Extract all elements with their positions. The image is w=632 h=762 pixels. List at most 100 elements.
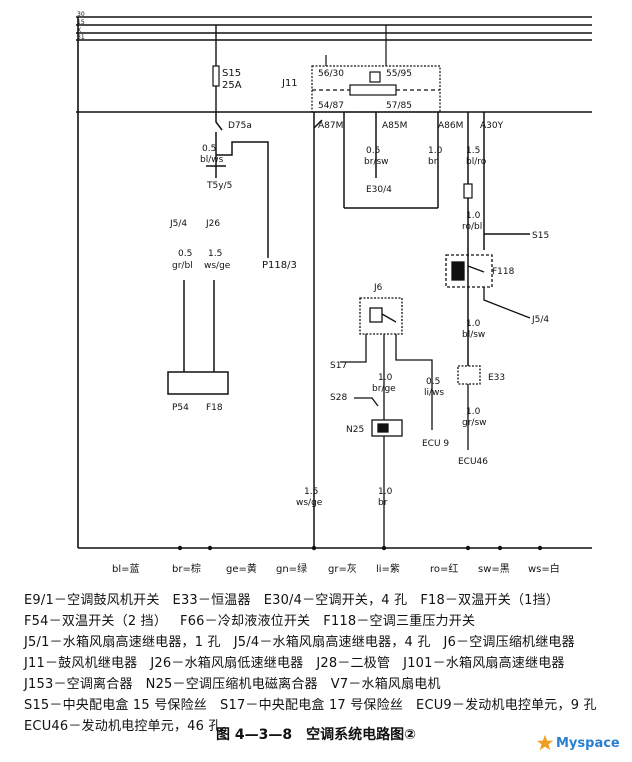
wire-5-size: 1.0	[466, 211, 481, 221]
label-a86m: A86M	[438, 121, 463, 131]
legend-item: ECU9－发动机电控单元，9 孔	[416, 698, 597, 713]
bus-lines	[76, 16, 592, 41]
thermostat-e33	[457, 365, 481, 450]
label-e33: E33	[488, 373, 505, 383]
label-j26: J26	[205, 219, 220, 229]
label-s15-right: S15	[532, 231, 549, 241]
legend-item: E30/4－空调开关，4 孔	[263, 593, 408, 608]
relay-j6	[340, 297, 433, 430]
label-p118-3: P118/3	[262, 260, 297, 271]
legend-item: F66－冷却液液位开关	[180, 614, 311, 629]
label-d75a: D75a	[228, 121, 252, 131]
label-j5-4: J5/4	[169, 219, 187, 229]
label-j5-4-right: J5/4	[531, 315, 549, 325]
wire-group-left	[206, 112, 269, 258]
wire-12-size: 1.5	[304, 487, 318, 497]
label-f18: F18	[206, 403, 223, 413]
label-a30y: A30Y	[480, 121, 504, 131]
wire-5-color: ro/bl	[462, 222, 482, 232]
color-key-bl: bl=蓝	[112, 563, 140, 575]
label-f118: F118	[492, 267, 515, 277]
label-a85m: A85M	[382, 121, 407, 131]
color-key-ge: ge=黄	[226, 562, 257, 575]
label-s15: S15	[222, 68, 241, 79]
star-icon	[536, 734, 554, 751]
label-n25: N25	[346, 425, 364, 435]
wire-7-size: 1.5	[208, 249, 222, 259]
wire-9-size: 1.0	[378, 373, 393, 383]
wire-group-middle	[313, 112, 485, 548]
legend-item: J6－空调压缩机继电器	[443, 635, 575, 650]
wire-11-color: gr/sw	[462, 418, 487, 428]
j11-pin-57-85: 57/85	[386, 101, 412, 111]
color-key-ws: ws=白	[528, 562, 560, 575]
legend-item: J11－鼓风机继电器	[24, 656, 138, 671]
figure-caption: 图 4—3—8 空调系统电路图②	[216, 727, 416, 743]
legend-item: J26－水箱风扇低速继电器	[150, 656, 304, 671]
bus-label-31: 31	[77, 34, 85, 41]
color-key-li: li=紫	[376, 563, 400, 575]
wire-13-size: 1.0	[378, 487, 393, 497]
wire-11-size: 1.0	[466, 407, 481, 417]
color-key-ro: ro=红	[430, 562, 458, 575]
wire-4-color: bl/ro	[466, 157, 487, 167]
legend-item: F18－双温开关（1挡）	[420, 593, 560, 608]
legend-item: F118－空调三重压力开关	[323, 614, 476, 629]
legend-item: E33－恒温器	[172, 593, 251, 608]
watermark-text: Myspace	[556, 736, 620, 751]
wire-6-size: 0.5	[178, 249, 192, 259]
label-j11: J11	[281, 78, 298, 89]
label-ecu46: ECU46	[458, 457, 488, 467]
bus-label-30: 30	[77, 11, 85, 18]
wire-10-size: 0.5	[426, 377, 440, 387]
bus-label-x: X	[77, 27, 81, 34]
label-p54: P54	[172, 403, 189, 413]
wire-10-color: li/ws	[424, 388, 444, 398]
watermark-logo: Myspace	[534, 732, 624, 756]
label-s17: S17	[330, 361, 347, 371]
label-a87m: A87M	[318, 121, 343, 131]
legend-item: F54－双温开关（2 挡）	[24, 614, 168, 629]
color-key-gn: gn=绿	[276, 562, 307, 575]
wire-8-color: bl/sw	[462, 330, 485, 340]
wire-6-color: gr/bl	[172, 261, 193, 271]
legend-item: J5/1－水箱风扇高速继电器，1 孔	[24, 635, 221, 650]
legend-item: S17－中央配电盒 17 号保险丝	[220, 698, 404, 713]
legend-item: V7－水箱风扇电机	[330, 677, 441, 692]
fuse-s15	[212, 25, 220, 112]
legend-item: J153－空调离合器	[24, 677, 133, 692]
label-j6: J6	[373, 283, 383, 293]
label-s15-rating: 25A	[222, 80, 242, 91]
wire-8-size: 1.0	[466, 319, 481, 329]
wire-7-color: ws/ge	[204, 261, 231, 271]
circuit-diagram: 30 15 X 31 S15 25A J11 56/30 55/95 54/87…	[76, 11, 592, 575]
wire-3-size: 1.0	[428, 146, 443, 156]
label-e30-4: E30/4	[366, 185, 392, 195]
wire-13-color: br	[378, 498, 388, 508]
wire-1-size: 0.5	[202, 144, 216, 154]
color-key-br: br=棕	[172, 562, 201, 575]
color-key-gr: gr=灰	[328, 562, 357, 575]
label-ecu9: ECU 9	[422, 439, 449, 449]
clutch-n25	[354, 397, 403, 548]
legend-item: S15－中央配电盒 15 号保险丝	[24, 698, 208, 713]
legend-item: J101－水箱风扇高速继电器	[403, 656, 565, 671]
legend-item: J5/4－水箱风扇高速继电器，4 孔	[233, 635, 431, 650]
legend-item: E9/1－空调鼓风机开关	[24, 593, 160, 608]
j11-pin-55-95: 55/95	[386, 69, 412, 79]
label-t5y5: T5y/5	[206, 181, 232, 191]
label-s28: S28	[330, 393, 347, 403]
wire-3-color: br	[428, 157, 438, 167]
wire-9-color: br/ge	[372, 384, 396, 394]
legend-item: J28－二极管	[316, 656, 391, 671]
j11-pin-56-30: 56/30	[318, 69, 344, 79]
component-legend: E9/1－空调鼓风机开关 E33－恒温器 E30/4－空调开关，4 孔 F18－…	[24, 590, 620, 737]
wire-1-color: bl/ws	[200, 155, 224, 165]
legend-item: ECU46－发动机电控单元，46 孔。	[24, 719, 235, 734]
wire-2-size: 0.5	[366, 146, 380, 156]
legend-item: N25－空调压缩机电磁离合器	[145, 677, 318, 692]
wire-12-color: ws/ge	[296, 498, 323, 508]
ground-dots	[177, 545, 543, 551]
switch-f118	[445, 254, 531, 319]
wire-2-color: br/sw	[364, 157, 389, 167]
